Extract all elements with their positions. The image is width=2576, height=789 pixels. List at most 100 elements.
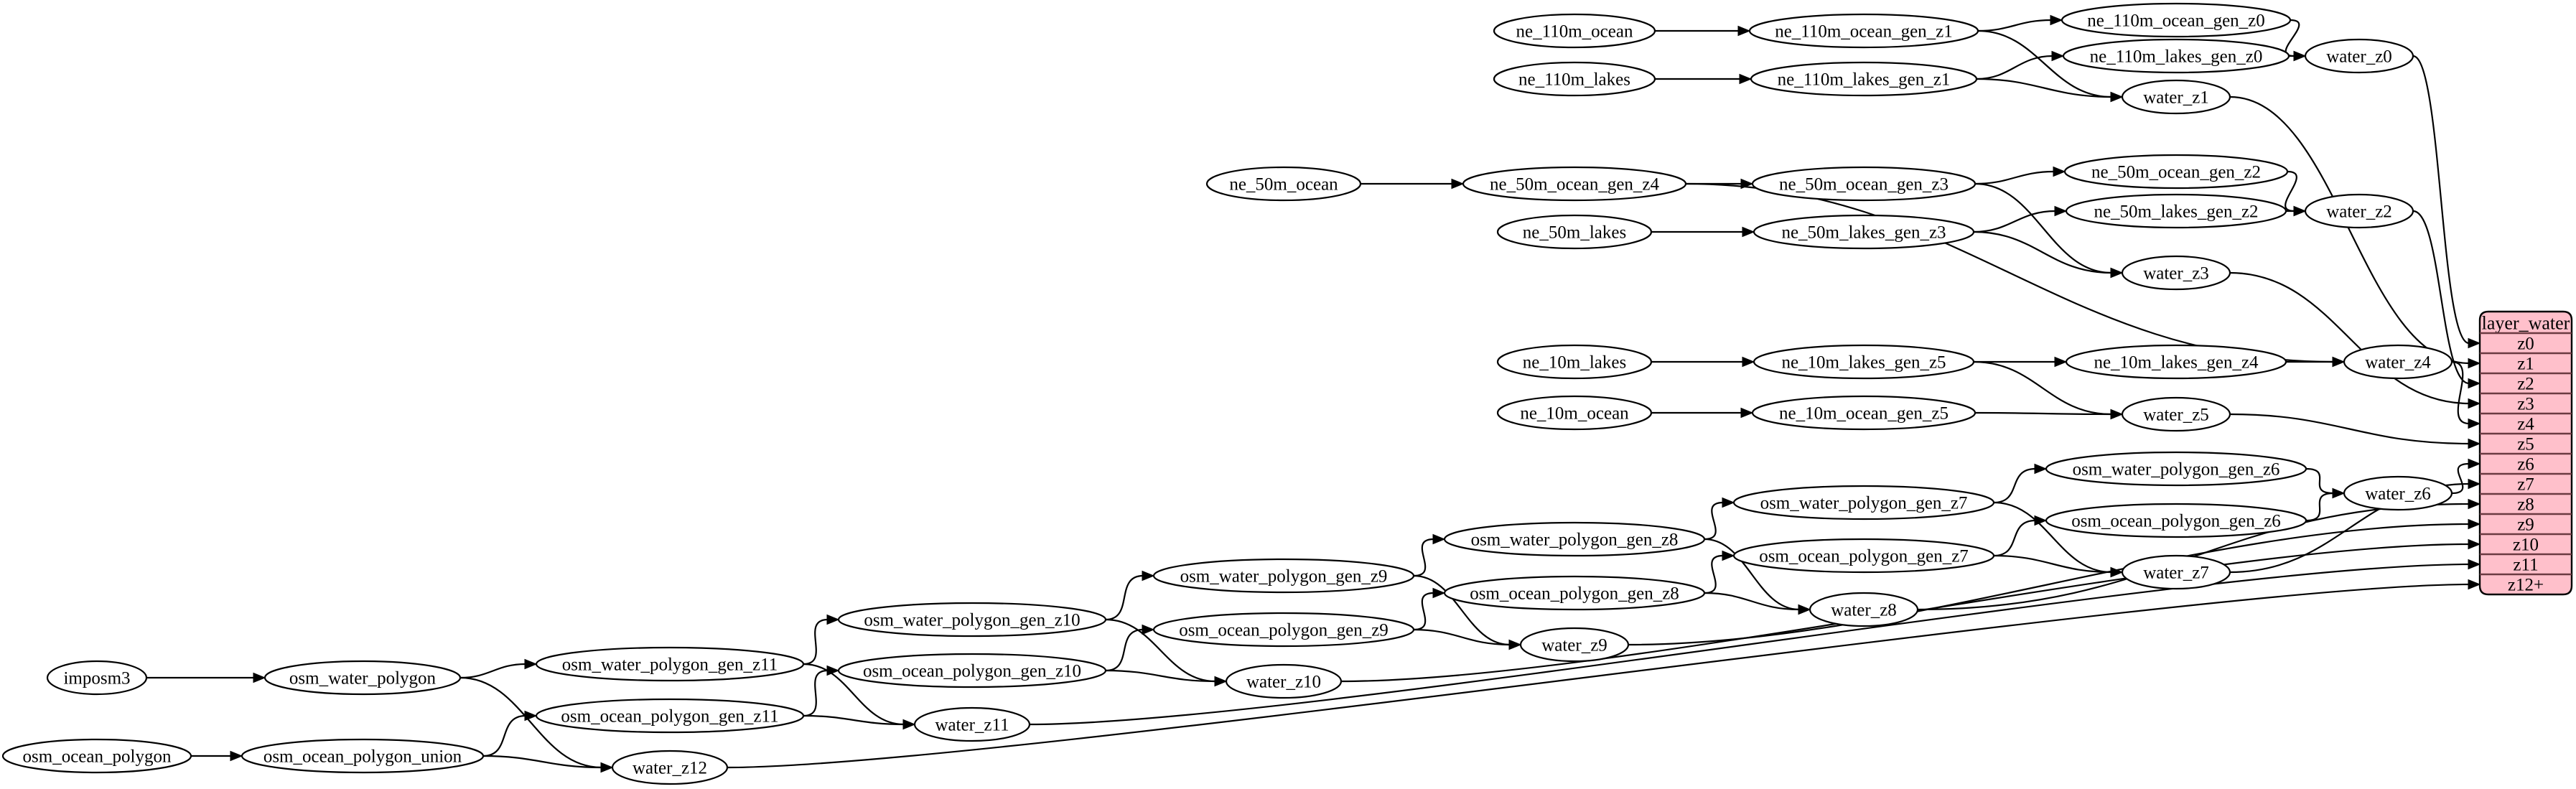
graph-node-osm_water_polygon_gen_z11[interactable]: osm_water_polygon_gen_z11 [535,646,805,682]
node-label: water_z3 [2143,264,2209,284]
graph-node-osm_ocean_polygon_gen_z7[interactable]: osm_ocean_polygon_gen_z7 [1732,538,1995,574]
graph-node-water_z7[interactable]: water_z7 [2121,554,2231,590]
edge-arrowhead [600,762,614,773]
edge-line [1976,55,2053,80]
graph-node-osm_ocean_polygon_gen_z6[interactable]: osm_ocean_polygon_gen_z6 [2045,503,2307,538]
table-row-z10[interactable]: z10 [2513,536,2539,555]
graph-node-ne_10m_lakes_gen_z4[interactable]: ne_10m_lakes_gen_z4 [2065,344,2287,380]
graph-node-ne_110m_ocean_gen_z0[interactable]: ne_110m_ocean_gen_z0 [2061,2,2292,38]
edge-line [1105,574,1144,621]
graph-node-ne_50m_lakes_gen_z2[interactable]: ne_50m_lakes_gen_z2 [2065,193,2287,229]
graph-node-water_z4[interactable]: water_z4 [2343,344,2453,380]
table-row-z5[interactable]: z5 [2517,435,2534,454]
node-label: osm_ocean_polygon_gen_z11 [561,707,778,727]
node-ellipse [46,660,148,696]
table-row-z9[interactable]: z9 [2517,515,2534,535]
node-ellipse [2061,2,2292,38]
graph-node-ne_10m_lakes[interactable]: ne_10m_lakes [1496,344,1653,380]
node-label: osm_water_polygon_gen_z8 [1471,531,1679,550]
edge-line [1628,523,2470,646]
node-label: ne_110m_ocean_gen_z0 [2087,11,2265,31]
node-label: osm_water_polygon_gen_z6 [2073,460,2280,480]
graph-edge-osm_water_polygon_gen_z11-to-osm_water_polygon_gen_z10 [803,614,840,666]
graph-node-ne_50m_ocean_gen_z4[interactable]: ne_50m_ocean_gen_z4 [1462,166,1687,202]
graph-node-water_z12[interactable]: water_z12 [611,750,729,785]
graph-node-water_z10[interactable]: water_z10 [1225,663,1343,699]
node-label: ne_10m_ocean [1520,404,1629,424]
graph-node-ne_50m_lakes_gen_z3[interactable]: ne_50m_lakes_gen_z3 [1753,214,1975,250]
graph-node-osm_ocean_polygon_union[interactable]: osm_ocean_polygon_union [241,738,485,774]
node-label: ne_50m_ocean [1229,175,1338,195]
table-row-z2[interactable]: z2 [2517,375,2534,394]
node-ellipse [1732,538,1995,574]
graph-node-ne_10m_ocean[interactable]: ne_10m_ocean [1496,395,1653,431]
table-row-z7[interactable]: z7 [2517,475,2534,495]
graph-node-ne_50m_ocean[interactable]: ne_50m_ocean [1205,166,1362,202]
graph-node-osm_ocean_polygon_gen_z9[interactable]: osm_ocean_polygon_gen_z9 [1152,612,1415,648]
graph-edge-imposm3-to-osm_water_polygon [146,672,266,683]
node-label: ne_110m_lakes_gen_z0 [2090,47,2263,67]
graph-node-water_z6[interactable]: water_z6 [2343,475,2453,511]
table-row-z11[interactable]: z11 [2513,556,2538,575]
graph-node-water_z1[interactable]: water_z1 [2121,79,2231,115]
graph-node-osm_ocean_polygon_gen_z10[interactable]: osm_ocean_polygon_gen_z10 [837,653,1107,688]
edge-line [2412,55,2470,345]
node-label: water_z9 [1541,636,1607,655]
table-row-z8[interactable]: z8 [2517,495,2534,515]
graph-node-water_z8[interactable]: water_z8 [1809,592,1919,627]
node-label: water_z7 [2143,564,2209,583]
graph-node-water_z11[interactable]: water_z11 [913,706,1031,742]
edge-line [1973,230,2112,274]
graph-node-osm_water_polygon_gen_z8[interactable]: osm_water_polygon_gen_z8 [1443,521,1706,557]
graph-node-ne_110m_ocean[interactable]: ne_110m_ocean [1493,13,1656,49]
node-ellipse [263,660,462,696]
table-row-z12+[interactable]: z12+ [2508,576,2544,595]
graph-node-osm_water_polygon_gen_z6[interactable]: osm_water_polygon_gen_z6 [2045,451,2307,487]
graph-node-ne_50m_lakes[interactable]: ne_50m_lakes [1496,214,1653,250]
edge-arrowhead [2468,498,2481,510]
graph-node-ne_50m_ocean_gen_z2[interactable]: ne_50m_ocean_gen_z2 [2063,154,2289,190]
node-ellipse [1809,592,1919,627]
graph-node-water_z9[interactable]: water_z9 [1519,627,1630,663]
graph-node-osm_water_polygon_gen_z7[interactable]: osm_water_polygon_gen_z7 [1732,485,1995,520]
graph-node-ne_110m_lakes[interactable]: ne_110m_lakes [1493,61,1656,97]
graph-node-osm_water_polygon[interactable]: osm_water_polygon [263,660,462,696]
edge-line [1976,78,2112,98]
graph-node-osm_water_polygon_gen_z10[interactable]: osm_water_polygon_gen_z10 [837,602,1107,638]
graph-node-water_z0[interactable]: water_z0 [2304,38,2414,74]
graph-node-water_z5[interactable]: water_z5 [2121,396,2231,432]
edge-line [459,676,602,769]
node-ellipse [1519,627,1630,663]
graph-node-ne_50m_ocean_gen_z3[interactable]: ne_50m_ocean_gen_z3 [1751,166,1977,202]
table-row-z6[interactable]: z6 [2517,455,2534,475]
edge-line [1993,554,2112,574]
graph-node-ne_110m_lakes_gen_z0[interactable]: ne_110m_lakes_gen_z0 [2062,38,2290,74]
edge-line [2305,492,2334,522]
edge-line [1413,628,1511,646]
node-ellipse [2121,396,2231,432]
table-row-z0[interactable]: z0 [2517,335,2534,354]
table-row-z4[interactable]: z4 [2517,415,2534,434]
table-row-z3[interactable]: z3 [2517,395,2534,414]
graph-node-osm_water_polygon_gen_z9[interactable]: osm_water_polygon_gen_z9 [1152,558,1415,594]
graph-node-water_z2[interactable]: water_z2 [2304,193,2414,229]
graph-node-ne_110m_lakes_gen_z1[interactable]: ne_110m_lakes_gen_z1 [1750,61,1978,97]
graph-node-water_z3[interactable]: water_z3 [2121,255,2231,291]
graph-node-imposm3[interactable]: imposm3 [46,660,148,696]
graph-node-osm_ocean_polygon_gen_z8[interactable]: osm_ocean_polygon_gen_z8 [1443,575,1706,611]
graph-edge-ne_50m_ocean_gen_z3-to-ne_50m_ocean_gen_z2 [1974,166,2066,185]
graph-node-ne_110m_ocean_gen_z1[interactable]: ne_110m_ocean_gen_z1 [1748,13,1979,49]
node-ellipse [1732,485,1995,520]
node-ellipse [2065,344,2287,380]
nodes-layer: ne_110m_ocean ne_110m_ocean_gen_z1 ne_110m… [1,2,2453,785]
table-row-z1[interactable]: z1 [2517,355,2534,374]
edge-arrowhead [1740,407,1754,419]
edge-arrowhead [2050,14,2063,26]
graph-node-ne_10m_lakes_gen_z5[interactable]: ne_10m_lakes_gen_z5 [1753,344,1975,380]
graph-edge-water_z12-to-layer_water-z12+ [727,579,2481,769]
graph-node-ne_10m_ocean_gen_z5[interactable]: ne_10m_ocean_gen_z5 [1751,395,1977,431]
edge-line [1029,563,2470,726]
graph-node-osm_ocean_polygon[interactable]: osm_ocean_polygon [1,738,192,774]
graph-node-osm_ocean_polygon_gen_z11[interactable]: osm_ocean_polygon_gen_z11 [535,698,805,734]
